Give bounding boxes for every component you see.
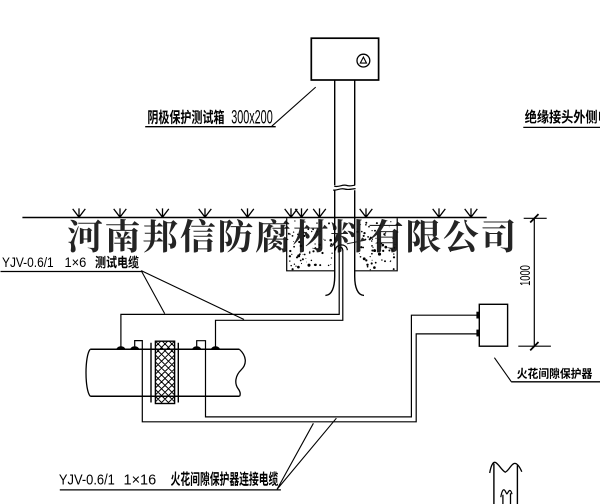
svg-text:300x200: 300x200 — [231, 107, 273, 128]
svg-text:YJV-0.6/1: YJV-0.6/1 — [59, 472, 115, 488]
svg-text:1×16: 1×16 — [124, 472, 157, 488]
svg-text:1×6: 1×6 — [65, 254, 87, 269]
svg-text:1000: 1000 — [517, 265, 534, 286]
svg-text:YJV-0.6/1: YJV-0.6/1 — [2, 254, 54, 270]
